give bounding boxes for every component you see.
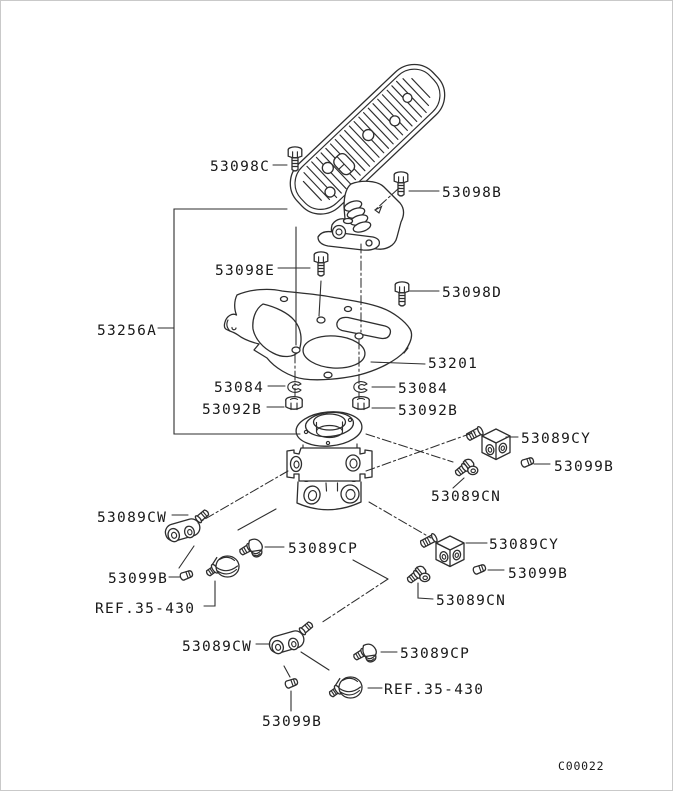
connector-cp-bottom-illustration	[351, 643, 377, 663]
label-53099b-bottom: 53099B	[262, 714, 322, 730]
switch-ref-left-illustration	[202, 555, 240, 582]
connector-cy-top-right-illustration	[464, 425, 511, 461]
center-lines	[197, 187, 476, 624]
connector-cy-lower-right-illustration	[418, 532, 465, 568]
connector-cn-lower-right-illustration	[404, 563, 431, 587]
label-53092b-left: 53092B	[202, 402, 262, 418]
pedal-pad-illustration	[289, 63, 446, 215]
label-ref-35-430-bottom: REF.35-430	[384, 682, 484, 698]
label-53089cp-bottom: 53089CP	[400, 646, 470, 662]
leader-lines	[157, 164, 551, 712]
nut-left-illustration	[285, 395, 303, 411]
part-labels: 53098C 53098B 53098E 53098D 53256A 53201…	[95, 159, 614, 773]
switch-ref-bottom-illustration	[325, 676, 363, 703]
mounting-plate-illustration	[223, 288, 413, 381]
label-ref-35-430-left: REF.35-430	[95, 601, 195, 617]
label-53099b-top: 53099B	[554, 459, 614, 475]
bolt-53098b-illustration	[393, 171, 409, 197]
label-53089cp-left: 53089CP	[288, 541, 358, 557]
connector-cw-bottom-illustration	[265, 618, 320, 657]
label-53089cn-top: 53089CN	[431, 489, 501, 505]
label-53099b-left: 53099B	[108, 571, 168, 587]
plug-lower-right-illustration	[471, 562, 488, 576]
plug-bottom-illustration	[283, 676, 300, 690]
nut-right-illustration	[352, 395, 370, 411]
snap-ring-right-illustration	[353, 381, 368, 393]
label-53089cn-lower: 53089CN	[436, 593, 506, 609]
label-53092b-right: 53092B	[398, 403, 458, 419]
pedal-arm-illustration	[317, 180, 405, 251]
bolt-53098e-illustration	[313, 251, 329, 277]
snap-ring-left-illustration	[287, 381, 302, 393]
label-53089cw-bottom: 53089CW	[182, 639, 252, 655]
label-53089cy-top: 53089CY	[521, 431, 591, 447]
label-53089cw-left: 53089CW	[97, 510, 167, 526]
label-53099b-lower: 53099B	[508, 566, 568, 582]
label-53098e: 53098E	[215, 263, 275, 279]
drawing-code: C00022	[558, 759, 604, 773]
label-53089cy-lower: 53089CY	[489, 537, 559, 553]
connector-cw-left-illustration	[161, 506, 216, 545]
label-53098b: 53098B	[442, 185, 502, 201]
brake-valve-illustration	[286, 411, 373, 511]
label-53084-right: 53084	[398, 381, 448, 397]
label-53098c: 53098C	[210, 159, 270, 175]
label-53098d: 53098D	[442, 285, 502, 301]
connector-cp-left-illustration	[237, 538, 263, 558]
plug-top-right-illustration	[519, 455, 536, 469]
label-53201: 53201	[428, 356, 478, 372]
plug-left-illustration	[178, 568, 195, 582]
label-53256a: 53256A	[97, 323, 157, 339]
label-53084-left: 53084	[214, 380, 264, 396]
connector-cn-top-right-illustration	[452, 456, 479, 480]
bolt-53098d-illustration	[394, 281, 410, 307]
